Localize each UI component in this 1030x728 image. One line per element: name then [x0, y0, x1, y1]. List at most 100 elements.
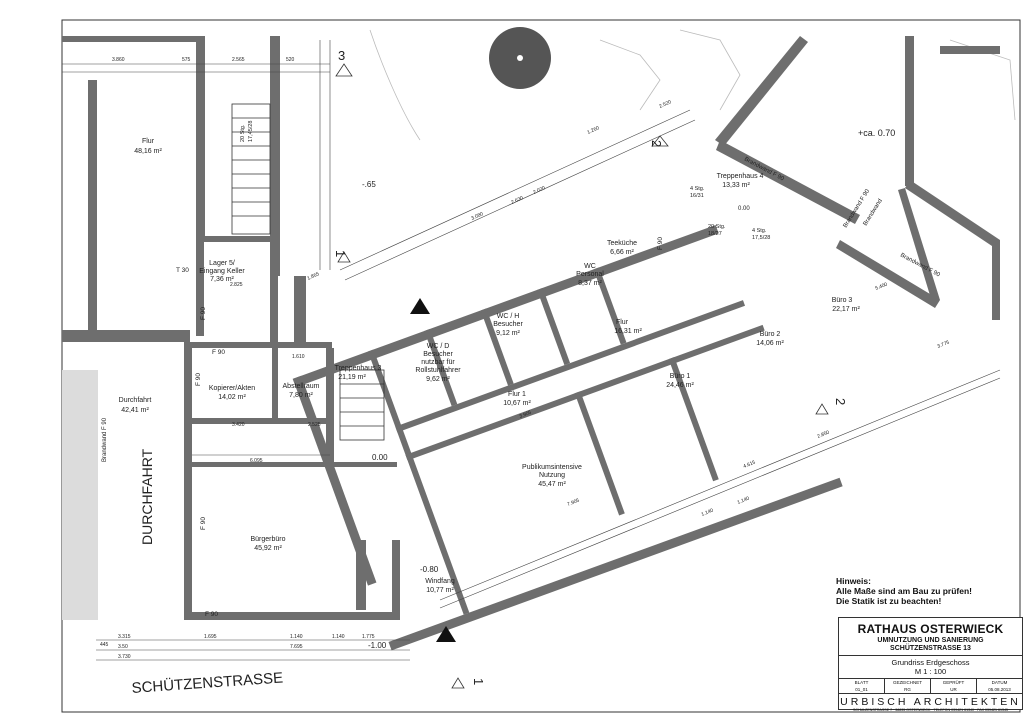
dim-diag-b: 2.630: [510, 195, 524, 206]
room-treppenhaus4-name: Treppenhaus 4: [717, 173, 764, 180]
room-wc-h-area: 9,12 m²: [496, 330, 520, 337]
section-numbers: 3 2 1 2 1: [333, 48, 848, 685]
room-lager-sub: Eingang Keller: [199, 268, 245, 275]
dim-bot-d: 1.775: [362, 634, 375, 640]
door-f90-b: F 90: [212, 349, 225, 356]
right-building-walls: [715, 36, 1000, 320]
room-kopierer-name: Kopierer/Akten: [209, 385, 255, 392]
room-buero3-area: 22,17 m²: [832, 306, 860, 313]
door-f90-a: F 90: [200, 307, 207, 320]
room-buero3-name: Büro 3: [832, 297, 853, 304]
level-2: +ca. 0.70: [858, 128, 895, 138]
dim-top-a: 3.860: [112, 57, 125, 63]
dimension-lines: [62, 40, 1001, 661]
dim-bot-b: 1.140: [290, 634, 303, 640]
level-1: -.65: [362, 180, 376, 189]
room-abstellraum-area: 7,80 m²: [289, 392, 313, 399]
dim-top-b: 575: [182, 57, 191, 63]
left-building-walls: [62, 36, 400, 620]
room-publikum-l2: Nutzung: [539, 472, 565, 479]
room-wc-personal-l2: Personal: [576, 271, 604, 278]
room-buergerbuero-name: Bürgerbüro: [250, 536, 285, 543]
room-wc-d-name: WC / D: [427, 343, 450, 350]
room-lager-name: Lager 5/: [209, 260, 235, 267]
room-abstellraum-name: Abstellraum: [283, 383, 320, 390]
dim-diag-d: 1.260: [586, 125, 600, 136]
room-buergerbuero-area: 45,92 m²: [254, 545, 282, 552]
room-publikum-area: 45,47 m²: [538, 481, 566, 488]
level-5: -1.00: [368, 641, 387, 650]
room-flur-big-area: 16,31 m²: [614, 328, 642, 335]
room-labels: Flur 48,16 m² Lager 5/ Eingang Keller 7,…: [119, 138, 861, 594]
level-4: -0.80: [420, 565, 439, 574]
room-flur-big-name: Flur: [616, 319, 629, 326]
firm-name: URBISCH ARCHITEKTEN: [840, 696, 1021, 708]
room-wc-d-l2: Besucher: [423, 351, 453, 358]
dim-bot-i: 445: [100, 642, 109, 648]
section-markers: [335, 63, 829, 689]
drawing-scale: M 1 : 100: [914, 667, 947, 676]
firewall-1: Brandwand F 90: [102, 417, 108, 462]
door-f90-e: F 90: [205, 611, 218, 618]
level-6: 0.00: [738, 206, 750, 212]
stair-treads: [231, 103, 385, 441]
room-wc-personal-area: 8,37 m²: [578, 280, 602, 287]
project-subtitle: UMNUTZUNG UND SANIERUNG: [877, 637, 984, 644]
stair-2-count: 4 Stg.: [690, 186, 705, 192]
dim-diag-e: 2.520: [658, 99, 672, 110]
stair-3-ratio: 18/27: [708, 231, 722, 237]
level-marks: -.65 +ca. 0.70 0.00 -0.80 -1.00 0.00: [362, 128, 895, 650]
room-windfang-name: Windfang: [425, 578, 455, 585]
dim-low-e: 2.850: [817, 430, 831, 440]
dim-bot-c: 1.140: [332, 634, 345, 640]
dim-inner-f: 5.400: [875, 282, 889, 292]
room-lager-area: 7,36 m²: [210, 276, 234, 283]
room-durchfahrt-area: 42,41 m²: [121, 407, 149, 414]
room-durchfahrt-name: Durchfahrt: [119, 397, 152, 404]
dim-low-a: 2.825: [230, 282, 243, 288]
firewall-5: Brandwand: [863, 198, 884, 227]
door-ratings: T 30 F 90 F 90 F 90 F 90 F 90 F 90: [176, 237, 664, 618]
room-wc-h-name: WC / H: [497, 313, 520, 320]
drawing-title: Grundriss Erdgeschoss: [891, 658, 970, 667]
dim-bot-h: 3.730: [118, 654, 131, 660]
central-block-walls: [292, 224, 843, 651]
stair-labels: 20 Stg. 17,45/28 4 Stg. 16/31 20 Stg. 18…: [240, 121, 770, 241]
dim-low-b: 1.140: [737, 496, 751, 506]
door-t30: T 30: [176, 267, 189, 274]
firm-address: SCHULZENSTRASSE 7 · 38835 OSTERWIECK · T…: [852, 708, 1009, 712]
dim-inner-b: 3.420: [232, 422, 245, 428]
notes-line-2: Die Statik ist zu beachten!: [836, 596, 942, 606]
dim-bot-a: 1.695: [204, 634, 217, 640]
dim-inner-c: 2.525: [308, 422, 321, 428]
dimension-labels: 3.860 575 2.565 520 3.080 2.630 2.020 1.…: [100, 57, 951, 660]
room-buero2-area: 14,06 m²: [756, 340, 784, 347]
door-f90-f: F 90: [657, 237, 664, 250]
room-teekueche-name: Teeküche: [607, 240, 637, 247]
section-1-bottom: 1: [471, 678, 486, 685]
level-3: 0.00: [372, 453, 388, 462]
room-flur-small-name: Flur 1: [508, 391, 526, 398]
room-treppenhaus3-area: 21,19 m²: [338, 374, 366, 381]
dim-bot-g: 3.50: [118, 644, 128, 650]
room-flur-1-area: 48,16 m²: [134, 148, 162, 155]
street-schuetzenstrasse: SCHÜTZENSTRASSE: [131, 668, 284, 697]
dim-inner-d: 1.610: [292, 354, 305, 360]
room-teekueche-area: 6,66 m²: [610, 249, 634, 256]
room-flur-1-name: Flur: [142, 138, 155, 145]
notes: Hinweis: Alle Maße sind am Bau zu prüfen…: [836, 576, 1026, 606]
section-1-top: 1: [333, 250, 348, 257]
dim-bot-f: 3.315: [118, 634, 131, 640]
room-buero2-name: Büro 2: [760, 331, 781, 338]
room-wc-d-l3: nutzbar für: [421, 359, 455, 366]
dim-inner-g: 7.905: [567, 498, 581, 508]
dim-inner-e: 3.905: [519, 410, 533, 420]
dim-top-c: 2.565: [232, 57, 245, 63]
dim-inner-a: 6.095: [250, 458, 263, 464]
dim-bot-e: 7.695: [290, 644, 303, 650]
notes-line-1: Alle Maße sind am Bau zu prüfen!: [836, 586, 973, 596]
